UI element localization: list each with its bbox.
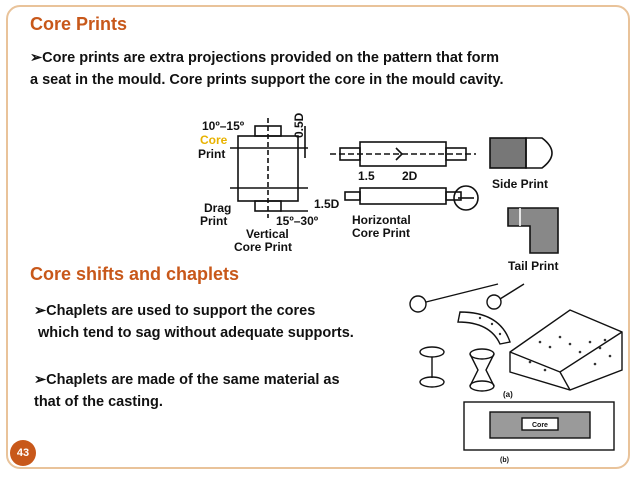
vertical-core-print-figure xyxy=(230,118,308,218)
chaplet-head xyxy=(409,295,427,313)
bullet-arrow-icon: ➢ xyxy=(34,303,47,319)
core-prints-line-1: ➢Core prints are extra projections provi… xyxy=(30,50,499,66)
figure-label-b: (b) xyxy=(500,457,509,464)
figure-label-a: (a) xyxy=(503,390,513,399)
section-title-core-prints: Core Prints xyxy=(30,14,128,34)
vertical-core-print-label: Core Print xyxy=(234,240,292,254)
chaplets-line-3: ➢Chaplets are made of the same material … xyxy=(34,372,340,388)
mould-core-label: Core xyxy=(532,422,548,429)
perforated-strip xyxy=(457,311,511,345)
double-chaplet xyxy=(419,346,445,358)
horizontal-label: Horizontal xyxy=(352,213,411,227)
drag-print-label: Print xyxy=(200,214,227,228)
angle-bottom-label: 15º–30º xyxy=(276,214,319,228)
dim-15d-label: 1.5D xyxy=(314,197,340,211)
perforated-box xyxy=(509,309,623,391)
core-prints-line-2: a seat in the mould. Core prints support… xyxy=(30,72,504,88)
dim-15-label: 1.5 xyxy=(358,169,375,183)
page-number-badge: 43 xyxy=(10,440,36,466)
dim-2d-label: 2D xyxy=(402,169,418,183)
bullet-arrow-icon: ➢ xyxy=(30,50,43,66)
core-print-diagram: 10º–15º Core Print 0.5D 1.5D Drag Print … xyxy=(198,112,559,273)
core-label-highlight: Core xyxy=(200,133,228,147)
horizontal-core-print-figure xyxy=(330,141,479,211)
perforation-dots xyxy=(478,316,612,372)
chaplets-line-4: that of the casting. xyxy=(34,394,163,410)
bullet-arrow-icon: ➢ xyxy=(34,372,47,388)
print-label: Print xyxy=(198,147,225,161)
chaplet-head xyxy=(486,294,502,310)
tail-print-figure xyxy=(507,207,559,254)
drag-label: Drag xyxy=(204,201,231,215)
horizontal-core-print-label: Core Print xyxy=(352,226,410,240)
double-chaplet xyxy=(469,348,495,360)
mould-section xyxy=(463,401,615,451)
vertical-label: Vertical xyxy=(246,227,289,241)
tail-print-label: Tail Print xyxy=(508,259,558,273)
side-print-figure xyxy=(489,137,553,169)
dim-05d-label: 0.5D xyxy=(292,112,306,138)
side-print-label: Side Print xyxy=(492,177,548,191)
chaplets-line-2: which tend to sag without adequate suppo… xyxy=(34,325,354,341)
slide-frame xyxy=(6,5,630,469)
angle-top-label: 10º–15º xyxy=(202,119,245,133)
chaplets-illustration: (a) Core (b) xyxy=(409,283,623,464)
chaplets-line-1: ➢Chaplets are used to support the cores xyxy=(34,303,316,319)
section-title-core-shifts: Core shifts and chaplets xyxy=(30,264,240,284)
